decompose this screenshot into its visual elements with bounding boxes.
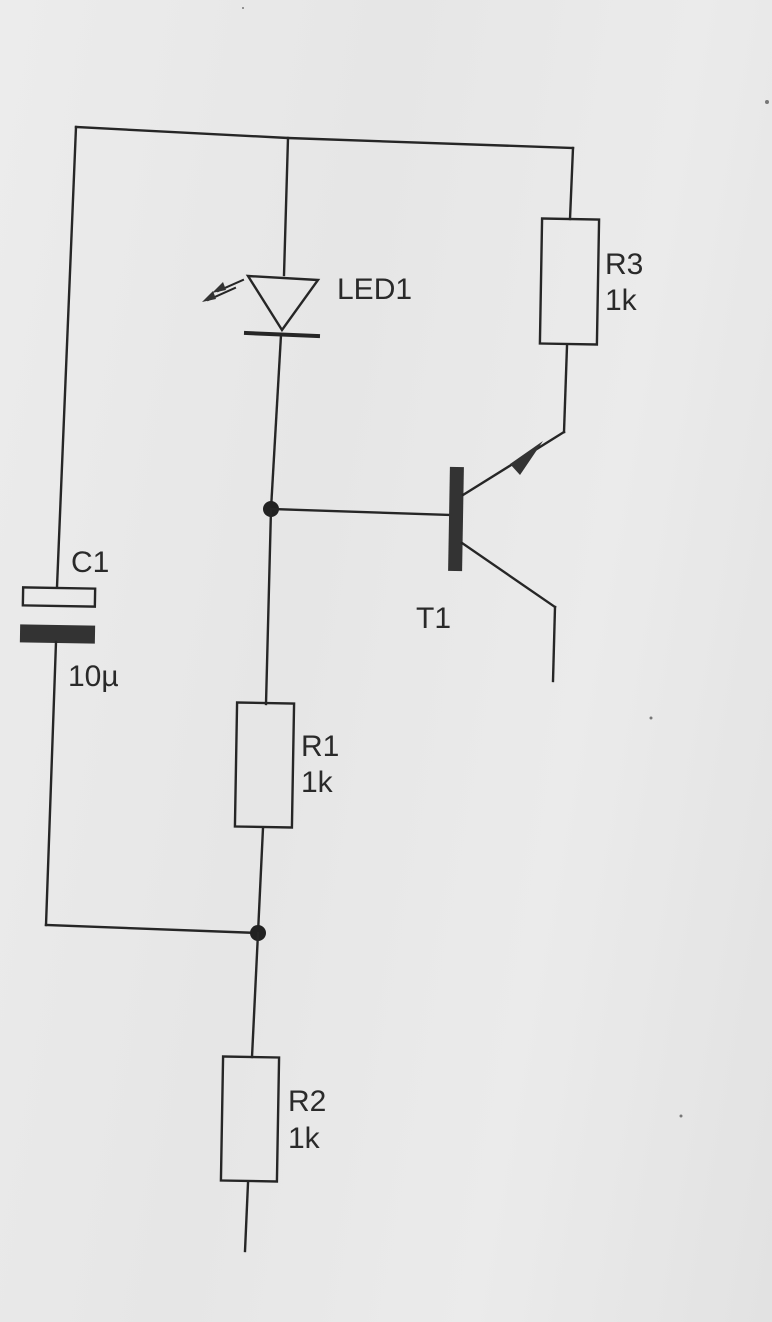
r2-upper-wire bbox=[250, 931, 260, 1059]
t1-name-label: T1 bbox=[416, 602, 451, 635]
c1-plate-negative bbox=[19, 624, 96, 644]
r2-value-label: 1k bbox=[288, 1122, 321, 1155]
r3-lower-wire bbox=[562, 344, 569, 434]
scan-speck bbox=[649, 716, 653, 720]
t1-collector-wire bbox=[551, 605, 557, 683]
led1-name-label: LED1 bbox=[337, 273, 412, 306]
c1-name-label: C1 bbox=[71, 546, 109, 579]
c1-lower-wire bbox=[44, 640, 58, 927]
t1-collector-lead bbox=[460, 541, 557, 609]
base-wire bbox=[269, 507, 454, 517]
r2-lower-wire bbox=[243, 1181, 250, 1253]
top-rail-wire bbox=[74, 125, 575, 150]
scan-speck bbox=[679, 1114, 683, 1118]
r1-upper-wire bbox=[264, 507, 273, 706]
r3-name-label: R3 bbox=[605, 248, 643, 281]
light-arrows-icon bbox=[202, 278, 245, 302]
r1-lower-wire bbox=[256, 826, 265, 935]
r1-name-label: R1 bbox=[301, 730, 339, 763]
led1-triangle bbox=[245, 274, 321, 333]
scan-speck bbox=[765, 100, 769, 104]
t1-emitter-arrow-icon bbox=[510, 441, 543, 475]
r1-body bbox=[233, 701, 296, 829]
c1-plate-positive bbox=[21, 586, 97, 608]
bottom-cross-wire bbox=[44, 923, 260, 935]
scan-speck bbox=[242, 7, 244, 9]
r3-value-label: 1k bbox=[605, 284, 638, 317]
led1-anode-wire bbox=[282, 136, 290, 277]
t1-base-bar bbox=[448, 466, 464, 572]
r2-body bbox=[219, 1055, 281, 1183]
r2-name-label: R2 bbox=[288, 1085, 326, 1118]
c1-value-label: 10µ bbox=[68, 660, 119, 693]
r3-upper-wire bbox=[568, 146, 575, 221]
r1-value-label: 1k bbox=[301, 766, 334, 799]
c1-upper-wire bbox=[55, 125, 78, 589]
led1-cathode-wire bbox=[269, 333, 283, 511]
r3-body bbox=[538, 217, 601, 346]
